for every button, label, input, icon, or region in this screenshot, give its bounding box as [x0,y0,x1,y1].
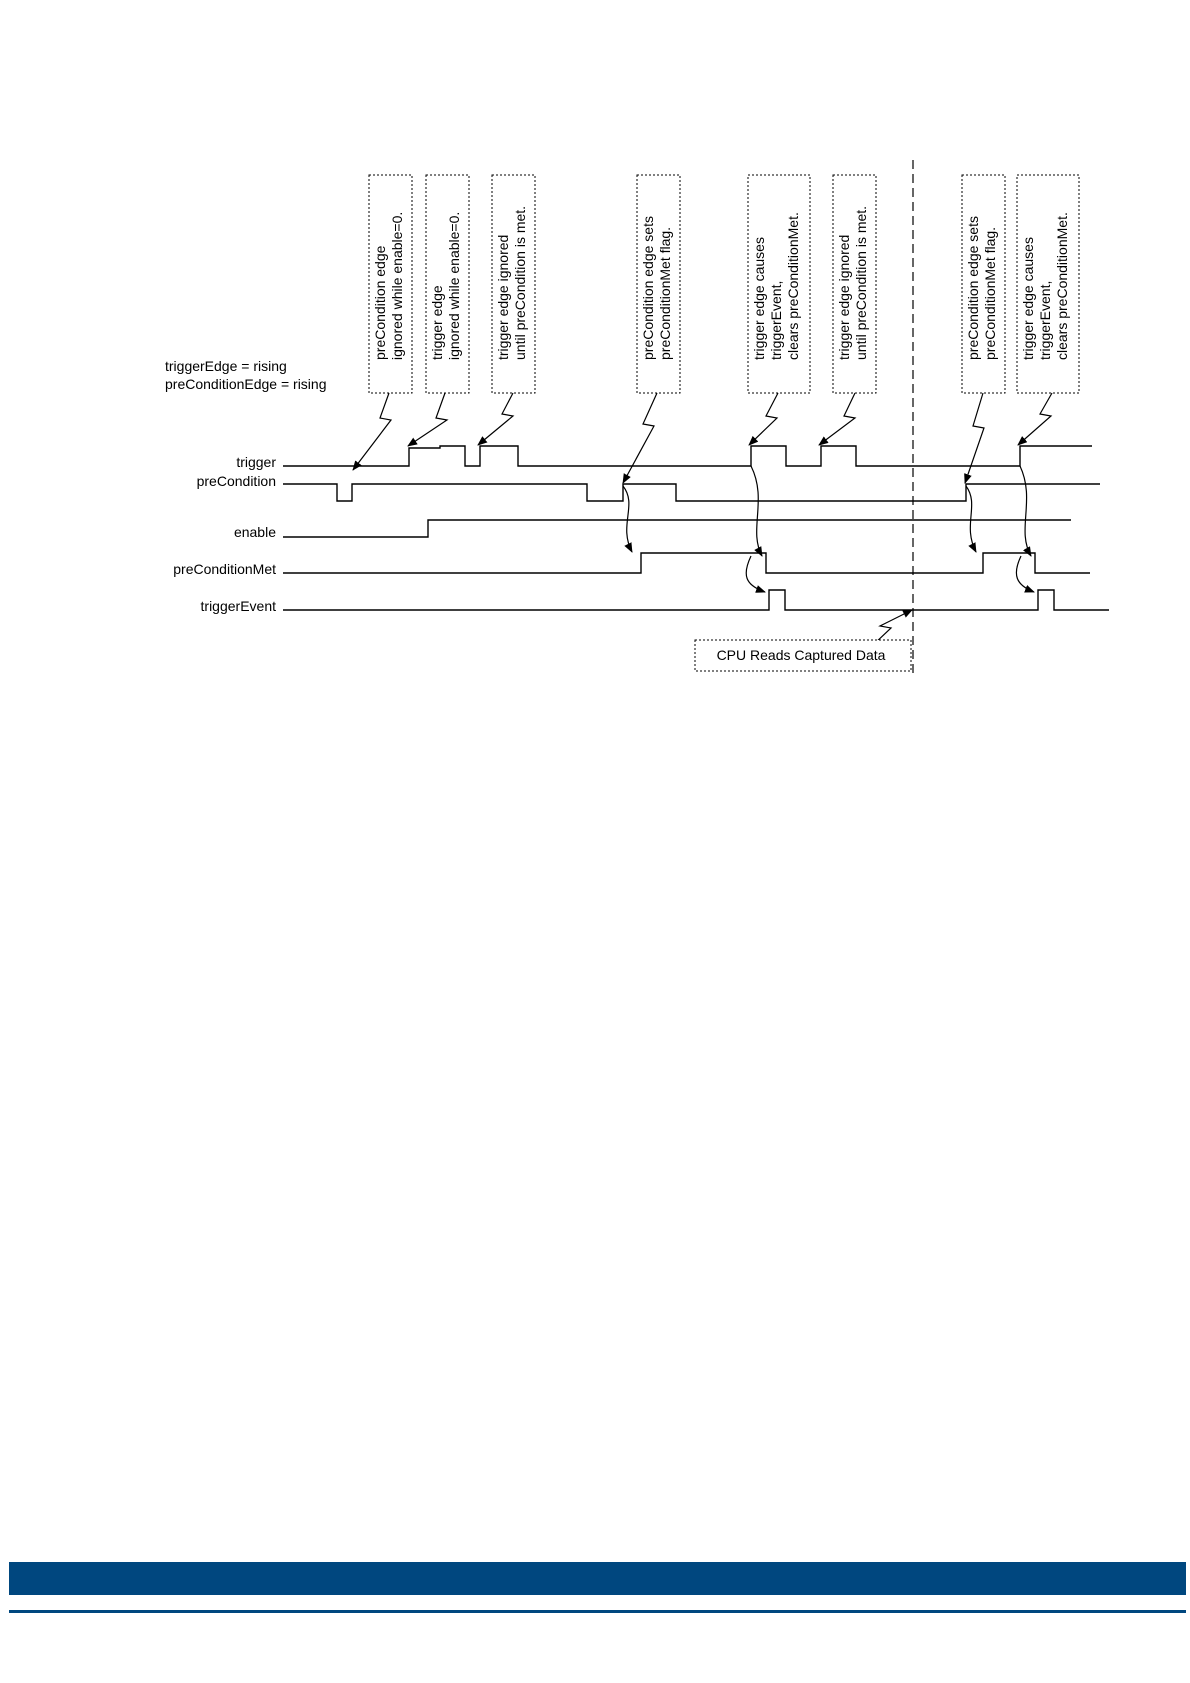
svg-text:preCondition edge setspreCondi: preCondition edge setspreConditionMet fl… [640,216,673,360]
pointer-annotation-4 [622,392,658,484]
annotation-3: trigger edge ignoreduntil preCondition i… [491,174,536,394]
annotation-8: trigger edge causestriggerEvent,clears p… [1016,174,1080,394]
signal-label-enable: enable [234,524,276,540]
waveform-trigger [283,445,1092,467]
cause-arrow-met-to-event-2 [1015,555,1035,593]
timing-diagram: triggerEdge = rising preConditionEdge = … [165,160,1109,673]
svg-text:trigger edge causestriggerEven: trigger edge causestriggerEvent,clears p… [1020,212,1070,360]
annotation-4: preCondition edge setspreConditionMet fl… [636,174,681,394]
pointer-annotation-2 [407,392,449,447]
svg-text:preCondition edgeignored while: preCondition edgeignored while enable=0. [372,212,405,360]
annotation-5: trigger edge causestriggerEvent,clears p… [747,174,811,394]
setting-precondition-edge: preConditionEdge = rising [165,376,327,392]
pointer-annotation-5 [748,392,779,446]
waveform-trigger-event [283,589,1109,611]
footer-rule [9,1610,1186,1613]
pointer-annotation-6 [818,392,857,446]
waveform-precondition-met [283,552,1090,574]
waveform-precondition [283,483,1100,502]
pointer-annotation-7 [964,392,985,484]
signal-label-precondition-met: preConditionMet [173,561,276,577]
cpu-read-note: CPU Reads Captured Data [694,609,913,672]
svg-text:preCondition edge setspreCondi: preCondition edge setspreConditionMet fl… [965,216,998,360]
svg-text:trigger edge causestriggerEven: trigger edge causestriggerEvent,clears p… [751,212,801,360]
cause-arrow-met-to-event [745,555,766,593]
setting-trigger-edge: triggerEdge = rising [165,358,287,374]
svg-text:CPU Reads Captured Data: CPU Reads Captured Data [717,647,886,663]
signal-label-trigger-event: triggerEvent [201,598,277,614]
cause-arrow-precondition-to-met [622,485,633,553]
signal-label-precondition: preCondition [197,473,276,489]
cause-arrow-precondition-to-met-2 [965,485,977,553]
signal-label-trigger: trigger [236,454,276,470]
annotation-7: preCondition edge setspreConditionMet fl… [961,174,1006,394]
svg-text:trigger edgeignored while enab: trigger edgeignored while enable=0. [429,212,462,360]
pointer-annotation-3 [477,392,515,446]
pointer-annotation-1 [352,392,393,471]
waveform-enable [283,519,1071,538]
annotation-2: trigger edgeignored while enable=0. [425,174,470,394]
svg-text:trigger edge ignoreduntil preC: trigger edge ignoreduntil preCondition i… [495,206,528,360]
footer-bar [9,1562,1186,1595]
annotation-1: preCondition edgeignored while enable=0. [368,174,413,394]
annotation-6: trigger edge ignoreduntil preCondition i… [832,174,877,394]
cause-arrow-trigger-to-clear-2 [1019,465,1032,557]
pointer-annotation-8 [1017,392,1053,446]
cause-arrow-trigger-to-clear [750,465,763,557]
svg-text:trigger edge ignoreduntil preC: trigger edge ignoreduntil preCondition i… [836,206,869,360]
